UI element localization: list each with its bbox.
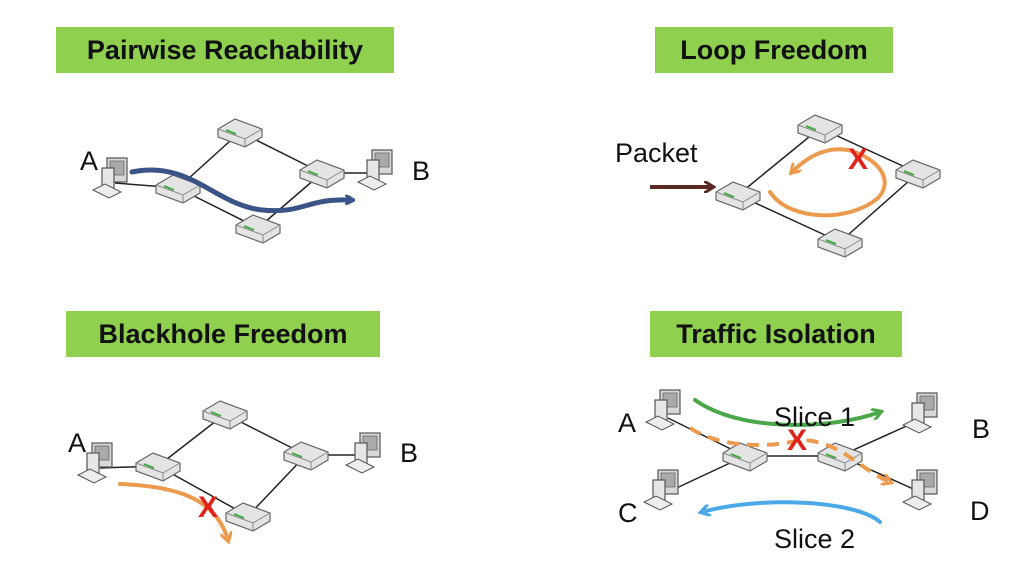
isolation-fail-mark: X <box>787 424 808 457</box>
blackhole-switch <box>283 441 329 471</box>
isolation-label-a: A <box>618 408 637 438</box>
loop-links <box>737 127 919 243</box>
slice2-label: Slice 2 <box>774 524 856 554</box>
blackhole-label-b: B <box>400 438 419 468</box>
loop-switch <box>895 159 941 189</box>
isolation-blocked-path-arrow <box>688 426 890 482</box>
isolation-label-c: C <box>618 498 638 528</box>
pairwise-label-b: B <box>412 156 431 186</box>
slice1-path-arrow <box>693 398 880 427</box>
loop-switch <box>797 114 843 144</box>
isolation-host-d <box>902 469 938 511</box>
title-blackhole-freedom: Blackhole Freedom <box>66 311 380 357</box>
isolation-host-a <box>645 389 681 431</box>
isolation-switch <box>722 442 768 472</box>
slice2-path-arrow <box>702 500 882 524</box>
isolation-label-b: B <box>972 414 991 444</box>
pairwise-host-a <box>92 157 128 199</box>
blackhole-path-arrow <box>118 482 228 540</box>
title-pairwise-reachability: Pairwise Reachability <box>56 27 394 73</box>
pairwise-host-b <box>357 149 393 191</box>
blackhole-host-b <box>345 432 381 474</box>
loop-switch <box>817 228 863 258</box>
loop-packet-label: Packet <box>615 138 698 168</box>
title-loop-freedom: Loop Freedom <box>655 27 893 73</box>
pairwise-label-a: A <box>80 146 99 176</box>
loop-switch <box>715 181 761 211</box>
loop-fail-mark: X <box>848 143 869 176</box>
loop-path-arrow <box>768 147 887 218</box>
isolation-host-c <box>643 469 679 511</box>
pairwise-switch <box>217 118 263 148</box>
title-traffic-isolation: Traffic Isolation <box>650 311 902 357</box>
blackhole-switch <box>202 400 248 430</box>
blackhole-label-a: A <box>68 428 87 458</box>
pairwise-path-arrow <box>129 167 352 214</box>
isolation-switch <box>817 442 863 472</box>
pairwise-switch <box>235 214 281 244</box>
blackhole-switch <box>135 452 181 482</box>
pairwise-switch <box>299 159 345 189</box>
isolation-host-b <box>902 392 938 434</box>
blackhole-fail-mark: X <box>198 491 219 524</box>
slice1-label: Slice 1 <box>774 402 856 432</box>
isolation-label-d: D <box>970 496 990 526</box>
